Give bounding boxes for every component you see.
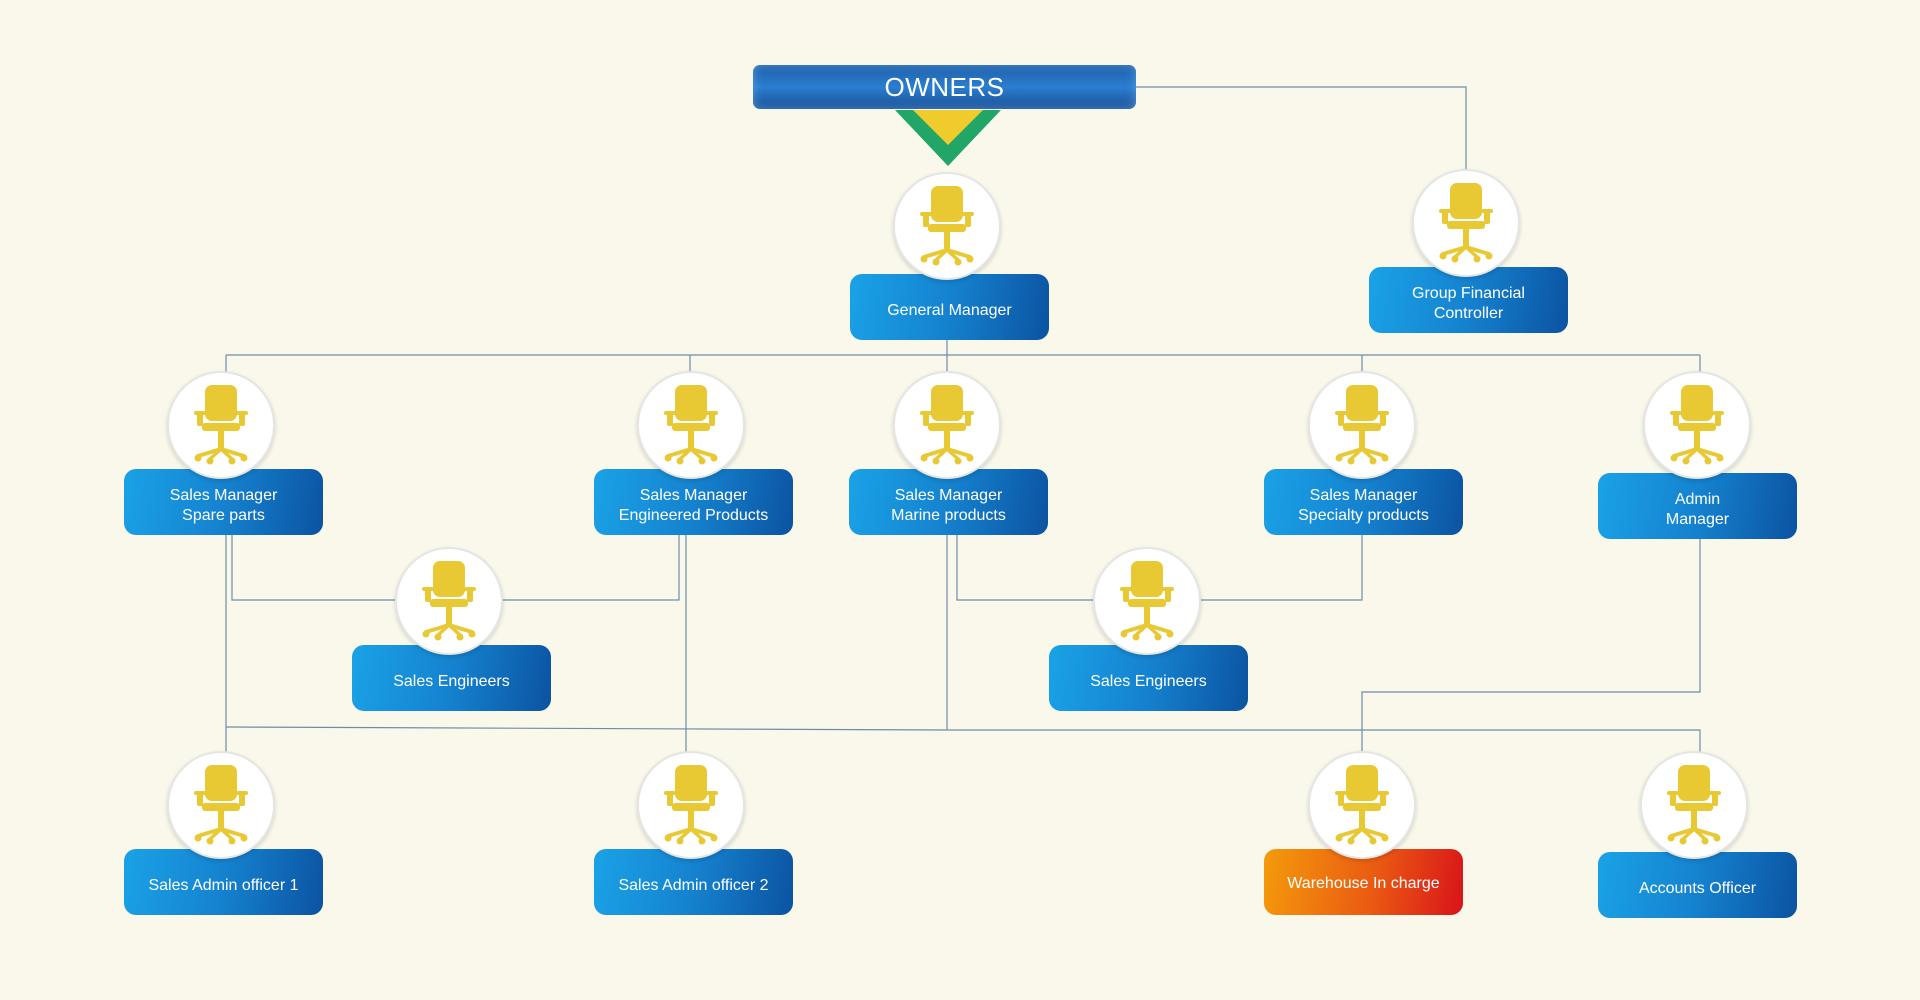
office-chair-glyph	[1120, 561, 1174, 641]
office-chair-glyph	[664, 385, 718, 465]
office-chair-icon	[1308, 751, 1416, 859]
connector-owners-gfc	[1136, 86, 1467, 172]
office-chair-glyph	[1335, 765, 1389, 845]
connector-admin-warehouse	[1361, 539, 1701, 752]
chevron-down-icon	[895, 110, 1001, 166]
office-chair-glyph	[1667, 765, 1721, 845]
office-chair-icon	[893, 371, 1001, 479]
office-chair-glyph	[1439, 183, 1493, 263]
role-group-financial-controller[interactable]: Group Financial Controller	[1369, 267, 1568, 333]
office-chair-icon	[167, 371, 275, 479]
office-chair-glyph	[664, 765, 718, 845]
role-sales-engineers-left[interactable]: Sales Engineers	[352, 645, 551, 711]
office-chair-glyph	[1670, 385, 1724, 465]
role-sales-manager-specialty-products[interactable]: Sales Manager Specialty products	[1264, 469, 1463, 535]
role-sales-admin-officer-1[interactable]: Sales Admin officer 1	[124, 849, 323, 915]
role-sales-engineers-right[interactable]: Sales Engineers	[1049, 645, 1248, 711]
office-chair-icon	[1093, 547, 1201, 655]
office-chair-icon	[1412, 169, 1520, 277]
office-chair-glyph	[422, 561, 476, 641]
office-chair-icon	[395, 547, 503, 655]
office-chair-icon	[1643, 371, 1751, 479]
office-chair-icon	[167, 751, 275, 859]
connector-row4-bus	[225, 726, 948, 731]
office-chair-icon	[637, 371, 745, 479]
role-sales-manager-spare-parts[interactable]: Sales Manager Spare parts	[124, 469, 323, 535]
office-chair-glyph	[194, 385, 248, 465]
office-chair-glyph	[194, 765, 248, 845]
office-chair-glyph	[920, 385, 974, 465]
owners-header: OWNERS	[753, 65, 1136, 109]
role-accounts-officer[interactable]: Accounts Officer	[1598, 852, 1797, 918]
connector-accounts	[947, 729, 1701, 752]
role-sales-admin-officer-2[interactable]: Sales Admin officer 2	[594, 849, 793, 915]
office-chair-icon	[1640, 751, 1748, 859]
role-admin-manager[interactable]: Admin Manager	[1598, 473, 1797, 539]
role-sales-manager-engineered-products[interactable]: Sales Manager Engineered Products	[594, 469, 793, 535]
role-sales-manager-marine-products[interactable]: Sales Manager Marine products	[849, 469, 1048, 535]
office-chair-glyph	[1335, 385, 1389, 465]
office-chair-glyph	[920, 186, 974, 266]
role-warehouse-in-charge[interactable]: Warehouse In charge	[1264, 849, 1463, 915]
role-general-manager[interactable]: General Manager	[850, 274, 1049, 340]
office-chair-icon	[637, 751, 745, 859]
office-chair-icon	[893, 172, 1001, 280]
office-chair-icon	[1308, 371, 1416, 479]
